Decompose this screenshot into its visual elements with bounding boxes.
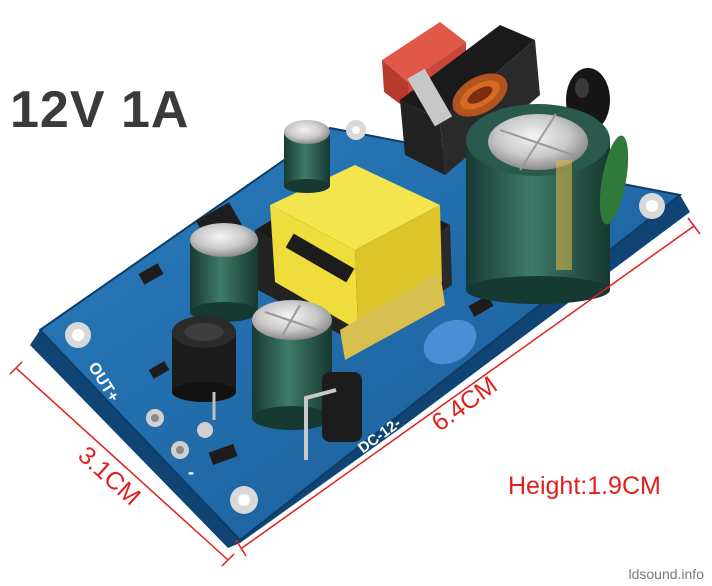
y-capacitor <box>423 319 477 365</box>
mounting-hole <box>65 322 91 348</box>
inductor <box>172 316 236 420</box>
regulator-transistor <box>304 372 362 460</box>
small-capacitor <box>284 120 330 193</box>
dimension-line-width <box>9 361 235 567</box>
minus-label: - <box>188 462 194 482</box>
height-dimension-label: Height:1.9CM <box>508 472 661 500</box>
mounting-hole <box>639 193 665 219</box>
watermark: ldsound.info <box>628 566 704 582</box>
common-mode-choke <box>400 25 540 175</box>
film-capacitor <box>599 135 629 225</box>
transformer <box>255 165 452 360</box>
product-title: 12V 1A <box>10 81 190 139</box>
output-capacitor <box>252 300 332 430</box>
smd-resistor <box>138 263 164 285</box>
dimension-line-length <box>235 217 701 557</box>
mounting-hole <box>346 120 366 140</box>
input-capacitor-large <box>466 104 610 304</box>
output-capacitor <box>190 223 258 322</box>
smd-resistor <box>468 295 494 317</box>
smd-resistor <box>148 361 170 379</box>
output-pads <box>146 409 213 459</box>
smd-resistor <box>208 443 238 466</box>
mounting-hole <box>230 486 258 514</box>
